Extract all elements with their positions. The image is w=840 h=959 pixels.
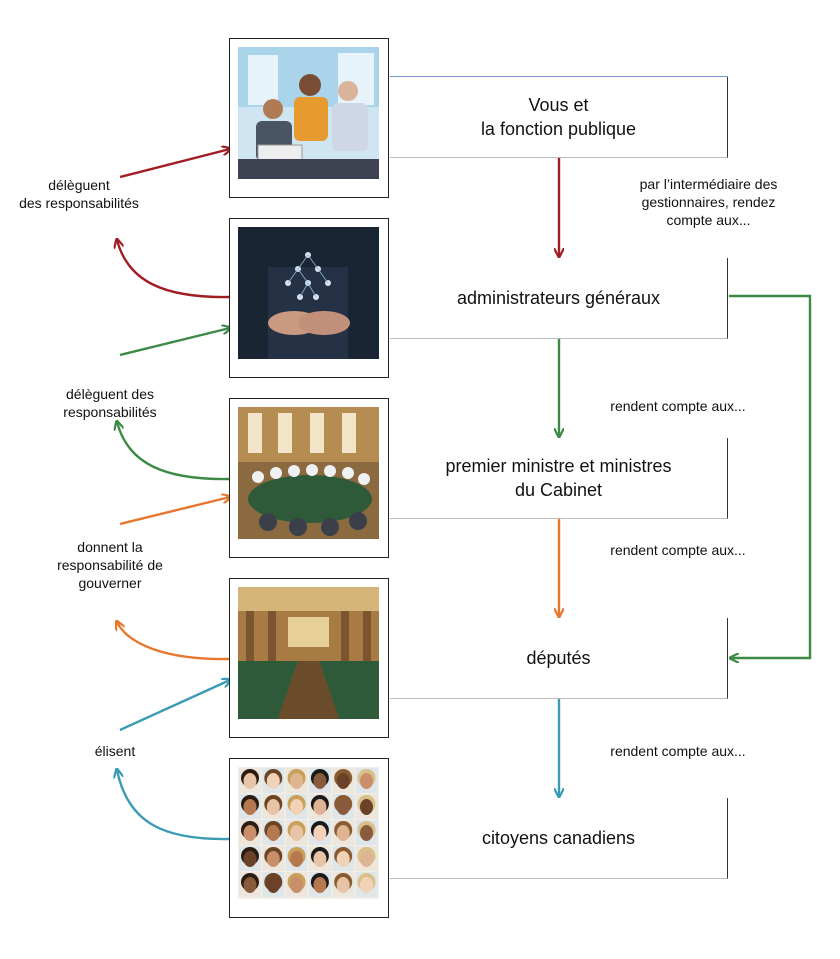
label-via-managers: par l’intermédiaire des gestionnaires, r… (639, 176, 778, 228)
label-accountable-1: rendent compte aux... (610, 398, 746, 414)
arrow-delegate-to-deputy-heads (119, 328, 230, 357)
box-citizens-label: citoyens canadiens (481, 828, 636, 848)
arrow-elect-to-mps (119, 680, 230, 732)
arrow-citizens-curve (117, 770, 230, 841)
citizens-faces-grid (238, 767, 379, 899)
arrow-mps-curve (117, 622, 230, 661)
house-of-commons-photo (229, 578, 389, 738)
box-public-service: Vous et la fonction publique (390, 77, 728, 158)
label-accountable-2: rendent compte aux... (610, 542, 746, 558)
label-elect: élisent (94, 743, 136, 759)
box-public-service-label: Vous et la fonction publique (480, 95, 637, 139)
box-mps: députés (390, 618, 728, 699)
label-accountable-3: rendent compte aux... (610, 743, 746, 759)
box-deputy-heads-label: administrateurs généraux (456, 288, 661, 308)
label-delegate-1: délèguent des responsabilités (19, 177, 139, 211)
arrow-ministers-curve (117, 422, 230, 481)
arrow-deputy-heads-curve (117, 240, 230, 299)
box-citizens: citoyens canadiens (390, 798, 728, 879)
label-delegate-2: délèguent des responsabilités (63, 386, 157, 420)
cabinet-meeting-photo (229, 398, 389, 558)
box-mps-label: députés (526, 648, 591, 668)
box-ministers-label: premier ministre et ministres du Cabinet (445, 456, 672, 500)
box-ministers: premier ministre et ministres du Cabinet (390, 438, 728, 519)
arrow-govern-to-ministers (119, 497, 230, 526)
office-team-photo (229, 38, 389, 198)
arrow-deputy-heads-to-mps (729, 294, 812, 658)
label-govern: donnent la responsabilité de gouverner (57, 539, 163, 591)
network-hands-photo (229, 218, 389, 378)
citizens-faces-photo (229, 758, 389, 918)
box-deputy-heads: administrateurs généraux (390, 258, 728, 339)
arrow-delegate-to-public-service (119, 149, 230, 179)
